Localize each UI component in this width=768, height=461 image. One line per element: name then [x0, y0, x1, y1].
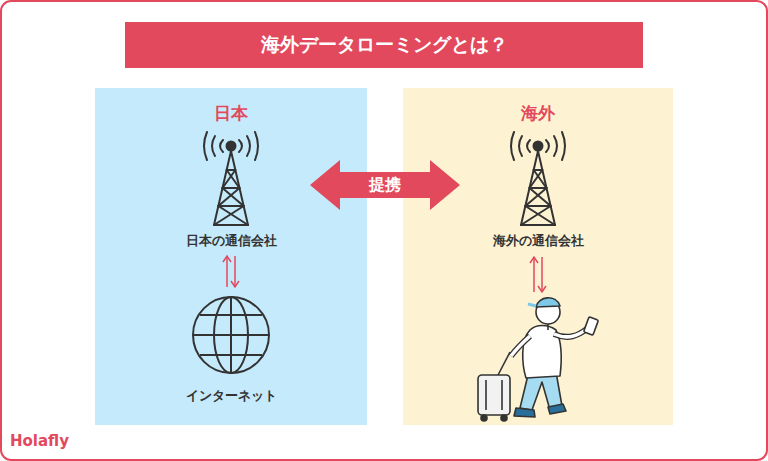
- node-label: インターネット: [131, 387, 331, 405]
- node-label: 日本の通信会社: [131, 232, 331, 250]
- panel-heading: 日本: [95, 102, 367, 125]
- globe-icon: [189, 293, 273, 377]
- region-panel: 海外海外の通信会社: [403, 88, 673, 425]
- traveler-illustration: [478, 298, 598, 421]
- updown-arrows: [530, 257, 546, 292]
- carrier-node: 日本の通信会社: [131, 130, 331, 250]
- region-panel: 日本日本の通信会社インターネット: [95, 88, 367, 425]
- edge-label: 提携: [369, 175, 401, 196]
- japan-panel-ground: [95, 88, 367, 425]
- internet-node: インターネット: [131, 293, 331, 405]
- node-label: 海外の通信会社: [438, 232, 638, 250]
- panel-heading: 海外: [403, 102, 673, 125]
- carrier-node: 海外の通信会社: [438, 130, 638, 250]
- overseas-panel-ground: [403, 88, 673, 425]
- connector: [310, 160, 460, 210]
- connector: [223, 256, 239, 287]
- tower-icon: [186, 130, 276, 228]
- title-banner: 海外データローミングとは？: [125, 22, 643, 68]
- brand-logo: Holafly: [10, 432, 69, 450]
- tower-icon: [493, 130, 583, 228]
